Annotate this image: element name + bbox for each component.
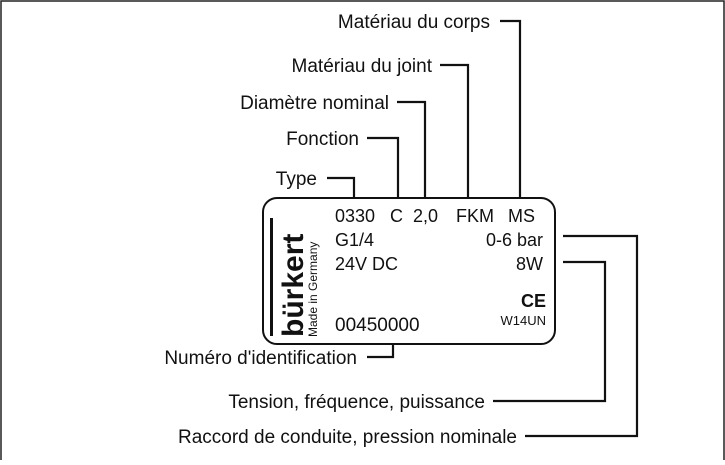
function-value: C	[390, 206, 403, 226]
leader-body-material	[500, 19, 522, 205]
id-value: 00450000	[335, 315, 420, 336]
nameplate-border	[262, 197, 556, 345]
brand-bar	[270, 218, 273, 336]
leader-type	[327, 176, 356, 205]
nameplate: bürkert Made in Germany 0330 C 2,0 FKM M…	[262, 197, 556, 345]
callout-id-number: Numéro d'identification	[164, 348, 357, 369]
diameter-value: 2,0	[413, 206, 438, 226]
callout-voltage-frequency-power: Tension, fréquence, puissance	[228, 392, 485, 413]
brand-logo: bürkert	[277, 234, 310, 337]
brand-name: bürkert	[277, 234, 310, 337]
callout-body-material: Matériau du corps	[338, 12, 490, 33]
leader-lines	[327, 19, 639, 438]
callout-type: Type	[276, 169, 317, 190]
power-value: 8W	[516, 254, 543, 274]
leader-connection	[525, 234, 639, 438]
made-in-text: Made in Germany	[306, 242, 320, 337]
leader-seal-material	[440, 63, 470, 205]
plate-code: W14UN	[500, 313, 546, 328]
voltage-value: 24V DC	[335, 254, 398, 274]
made-in-label: Made in Germany	[306, 242, 320, 337]
seal-value: FKM	[456, 206, 494, 226]
callout-nominal-diameter: Diamètre nominal	[240, 93, 389, 114]
leader-function	[367, 136, 400, 205]
callout-seal-material: Matériau du joint	[292, 56, 433, 77]
ce-mark: CE	[521, 291, 546, 311]
pressure-value: 0-6 bar	[486, 230, 543, 250]
leader-voltage	[493, 260, 607, 403]
port-value: G1/4	[335, 230, 374, 250]
leader-nominal-diameter	[397, 100, 427, 205]
body-value: MS	[508, 206, 535, 226]
callout-function: Fonction	[286, 129, 359, 150]
type-value: 0330	[335, 206, 375, 226]
callout-connection-pressure: Raccord de conduite, pression nominale	[178, 427, 517, 448]
